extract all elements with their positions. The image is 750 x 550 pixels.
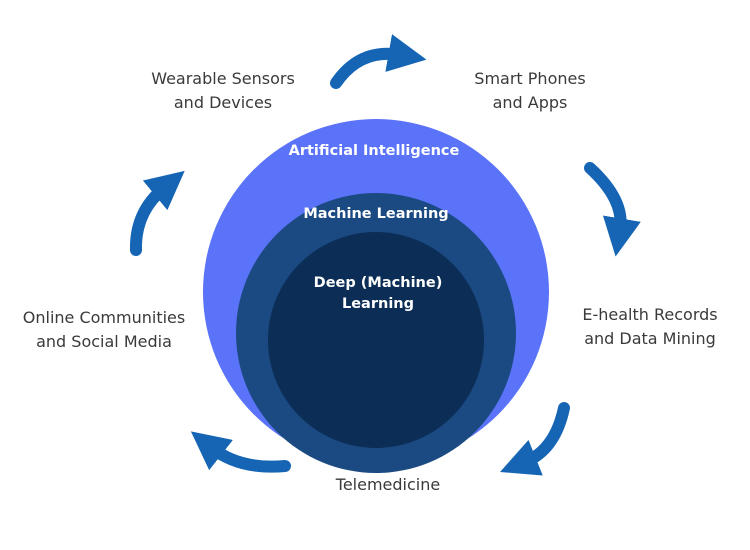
label-line: and Apps (492, 93, 568, 112)
label-line: Wearable Sensors (151, 69, 295, 88)
label-ehealth-records: E-health Records and Data Mining (575, 303, 725, 351)
label-telemedicine: Telemedicine (325, 473, 451, 497)
curved-arrow-icon (330, 34, 427, 89)
dl-label-line1: Deep (Machine) (314, 275, 443, 291)
label-smart-phones: Smart Phones and Apps (470, 67, 590, 115)
curved-arrow-icon (190, 431, 291, 473)
dl-circle (268, 232, 484, 448)
label-line: Smart Phones (474, 69, 586, 88)
label-line: Telemedicine (335, 475, 441, 494)
curved-arrow-icon (500, 402, 570, 476)
label-line: and Data Mining (584, 329, 716, 348)
ai-label: Artificial Intelligence (289, 143, 460, 159)
label-online-communities: Online Communities and Social Media (18, 306, 190, 354)
dl-label-line2: Learning (342, 296, 414, 312)
label-line: and Social Media (36, 332, 172, 351)
curved-arrow-icon (129, 170, 185, 256)
ml-label: Machine Learning (303, 206, 448, 222)
label-line: and Devices (173, 93, 273, 112)
label-wearable-sensors: Wearable Sensors and Devices (148, 67, 298, 115)
label-line: Online Communities (22, 308, 186, 327)
label-line: E-health Records (582, 305, 718, 324)
curved-arrow-icon (584, 162, 641, 257)
